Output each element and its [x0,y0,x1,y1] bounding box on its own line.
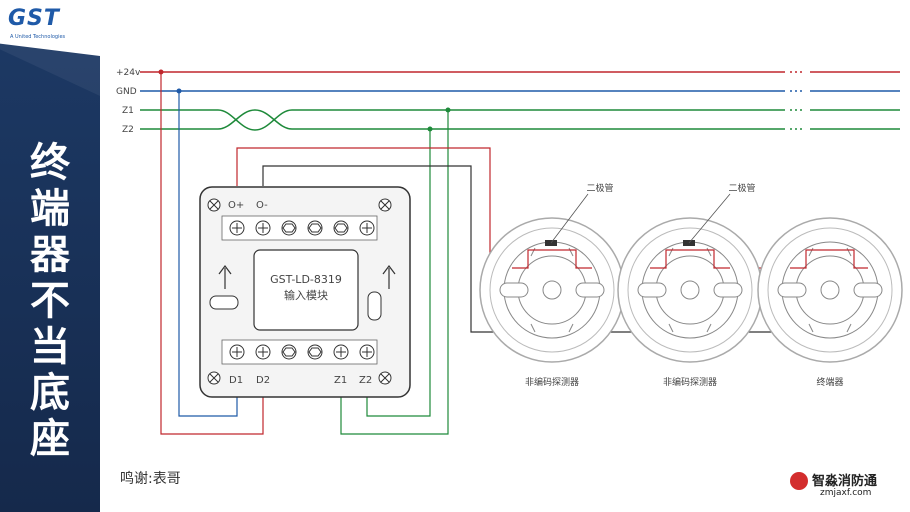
terminal-screw-icon [255,344,271,360]
bus-label-z2: Z2 [122,125,134,135]
arrow-up-icon [382,265,396,289]
title-char: 终 [30,140,70,186]
input-module: GST-LD-8319 输入模块 O+ O- D1 D2 Z1 Z2 [199,186,411,398]
mounting-slot [209,295,239,310]
terminal-screw-icon [359,220,375,236]
sidebar: GST A United Technologies 终 端 器 不 当 底 座 [0,0,100,512]
arrow-up-icon [218,265,232,289]
page-title: 终 端 器 不 当 底 座 [10,140,90,462]
bus-label-gnd: GND [116,87,137,97]
base-label: 非编码探测器 [525,376,579,388]
base-label: 终端器 [816,376,843,388]
terminal-label-o-plus: O+ [228,200,244,211]
brand-tagline: A United Technologies [10,34,66,40]
terminal-screw-icon [281,344,297,360]
diode-label: 二极管 [586,182,613,194]
terminal-screw-icon [307,220,323,236]
mounting-slot [367,291,382,321]
bus-z2-line [140,109,900,130]
watermark-name: 智淼消防通 [812,474,878,489]
detector-base-1: 二极管 非编码探测器 [479,182,625,388]
watermark-url: zmjaxf.com [820,488,872,498]
terminal-screw-icon [281,220,297,236]
detector-base-3: 终端器 [757,217,903,388]
wire-z1-to-module [340,110,449,435]
bus-z1-line [140,109,900,131]
wire-24v-to-d2 [160,72,264,435]
title-char: 底 [30,370,70,416]
base-label: 非编码探测器 [663,376,717,388]
terminal-label-z1: Z1 [334,375,347,386]
terminal-screw-icon [333,344,349,360]
screw-icon [207,198,221,212]
terminal-screw-icon [229,344,245,360]
title-char: 端 [30,186,70,232]
terminal-label-d2: D2 [256,375,270,386]
terminal-screw-icon [333,220,349,236]
screw-icon [378,198,392,212]
title-char: 当 [30,324,70,370]
wire-z2-to-module [366,129,431,417]
title-char: 不 [30,278,70,324]
bus-label-24v: +24v [116,68,141,78]
terminal-screw-icon [255,220,271,236]
title-char: 器 [30,232,70,278]
module-name: 输入模块 [284,288,328,302]
brand-logo: GST [8,6,60,31]
screw-icon [378,371,392,385]
credit-text: 鸣谢:表哥 [120,471,181,487]
bus-label-z1: Z1 [122,106,134,116]
terminal-screw-icon [307,344,323,360]
watermark-logo-icon [790,472,808,490]
screw-icon [207,371,221,385]
terminal-label-d1: D1 [229,375,243,386]
terminal-screw-icon [359,344,375,360]
terminal-label-o-minus: O- [256,200,268,211]
watermark: 智淼消防通 zmjaxf.com [790,470,905,506]
terminal-screw-icon [229,220,245,236]
module-model: GST-LD-8319 [270,273,342,286]
wire-gnd-to-d1 [178,91,238,417]
title-char: 座 [30,416,70,462]
terminal-label-z2: Z2 [359,375,372,386]
detector-base-2: 二极管 非编码探测器 [617,182,763,388]
diode-label: 二极管 [728,182,755,194]
